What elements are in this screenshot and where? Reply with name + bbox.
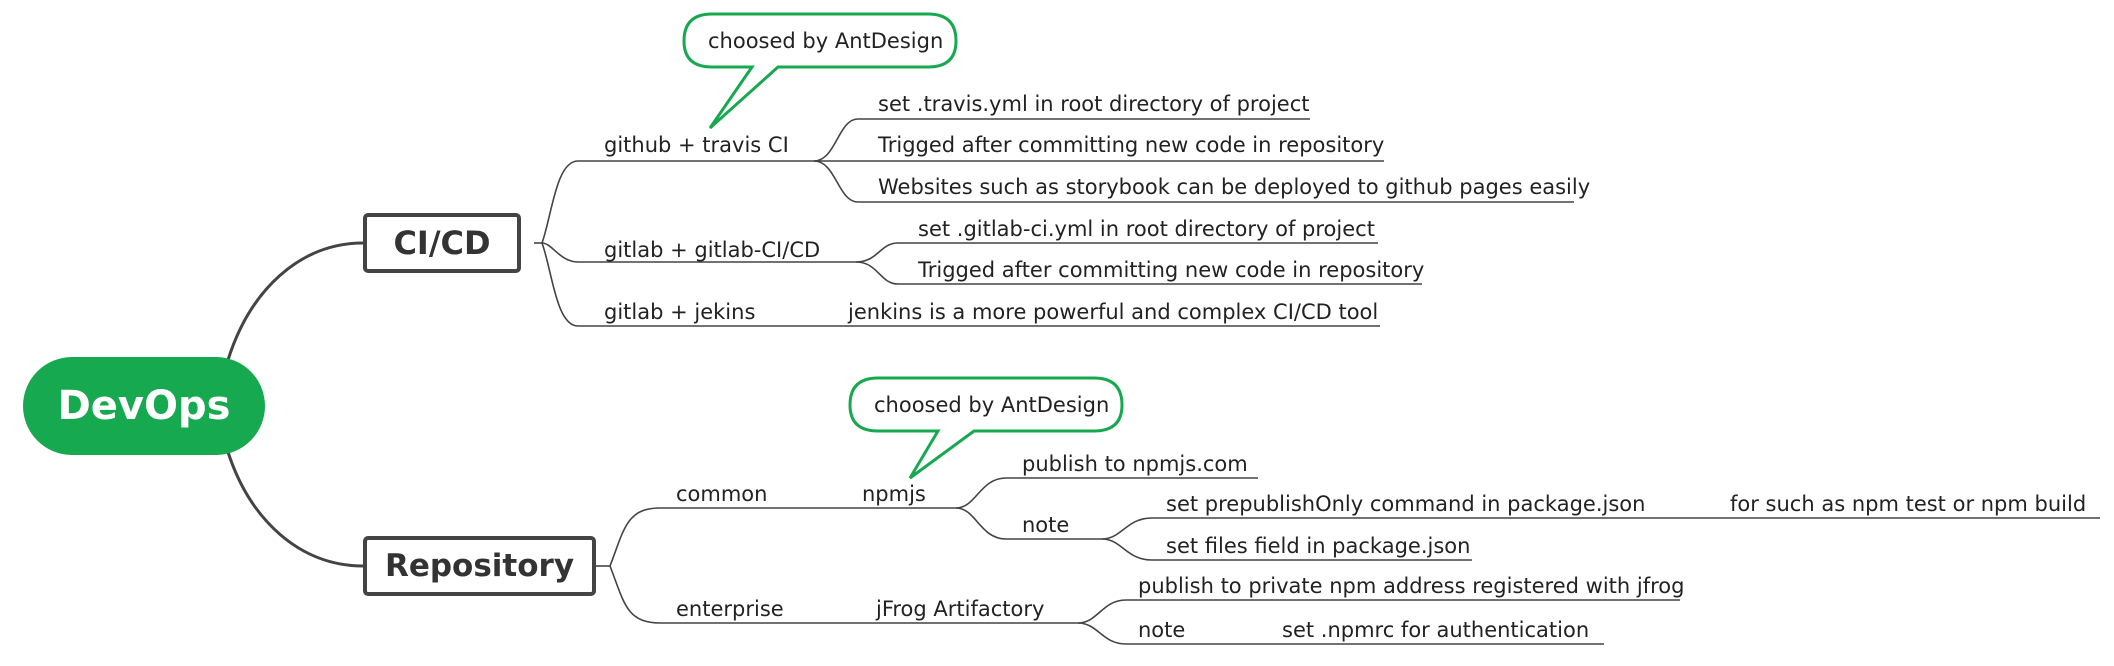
note-gitlab-trigger[interactable]: Trigged after committing new code in rep… bbox=[918, 258, 1425, 282]
topic-cicd[interactable]: CI/CD bbox=[363, 213, 521, 273]
connector-root-repository bbox=[226, 451, 364, 568]
note-gitlab-ci-yml[interactable]: set .gitlab-ci.yml in root directory of … bbox=[918, 217, 1375, 241]
node-npmjs[interactable]: npmjs bbox=[862, 482, 926, 506]
note-publish-jfrog[interactable]: publish to private npm address registere… bbox=[1138, 574, 1685, 598]
note-prepublish-detail[interactable]: for such as npm test or npm build bbox=[1730, 492, 2087, 516]
node-npmjs-note[interactable]: note bbox=[1022, 513, 1070, 537]
node-gitlab-ci[interactable]: gitlab + gitlab-CI/CD bbox=[604, 238, 821, 262]
callout-bubble-github bbox=[682, 12, 958, 130]
node-github-travis[interactable]: github + travis CI bbox=[604, 133, 789, 157]
root-node-devops[interactable]: DevOps bbox=[23, 357, 265, 455]
note-publish-npmjs[interactable]: publish to npmjs.com bbox=[1022, 452, 1248, 476]
node-enterprise[interactable]: enterprise bbox=[676, 597, 784, 621]
node-gitlab-jenkins[interactable]: gitlab + jekins bbox=[604, 300, 756, 324]
topic-repository[interactable]: Repository bbox=[363, 536, 596, 596]
connector-root-cicd bbox=[226, 241, 364, 361]
note-github-trigger[interactable]: Trigged after committing new code in rep… bbox=[878, 133, 1385, 157]
node-jfrog-note[interactable]: note bbox=[1138, 618, 1186, 642]
note-github-pages[interactable]: Websites such as storybook can be deploy… bbox=[878, 175, 1591, 199]
note-jenkins[interactable]: jenkins is a more powerful and complex C… bbox=[848, 300, 1379, 324]
callout-npmjs: choosed by AntDesign bbox=[874, 393, 1110, 417]
note-files-field[interactable]: set files field in package.json bbox=[1166, 534, 1471, 558]
note-npmrc[interactable]: set .npmrc for authentication bbox=[1282, 618, 1590, 642]
callout-bubble-npmjs bbox=[848, 376, 1124, 480]
note-prepublish[interactable]: set prepublishOnly command in package.js… bbox=[1166, 492, 1646, 516]
node-common[interactable]: common bbox=[676, 482, 768, 506]
note-travis-yml[interactable]: set .travis.yml in root directory of pro… bbox=[878, 92, 1310, 116]
callout-github: choosed by AntDesign bbox=[708, 29, 944, 53]
node-jfrog[interactable]: jFrog Artifactory bbox=[876, 597, 1045, 621]
